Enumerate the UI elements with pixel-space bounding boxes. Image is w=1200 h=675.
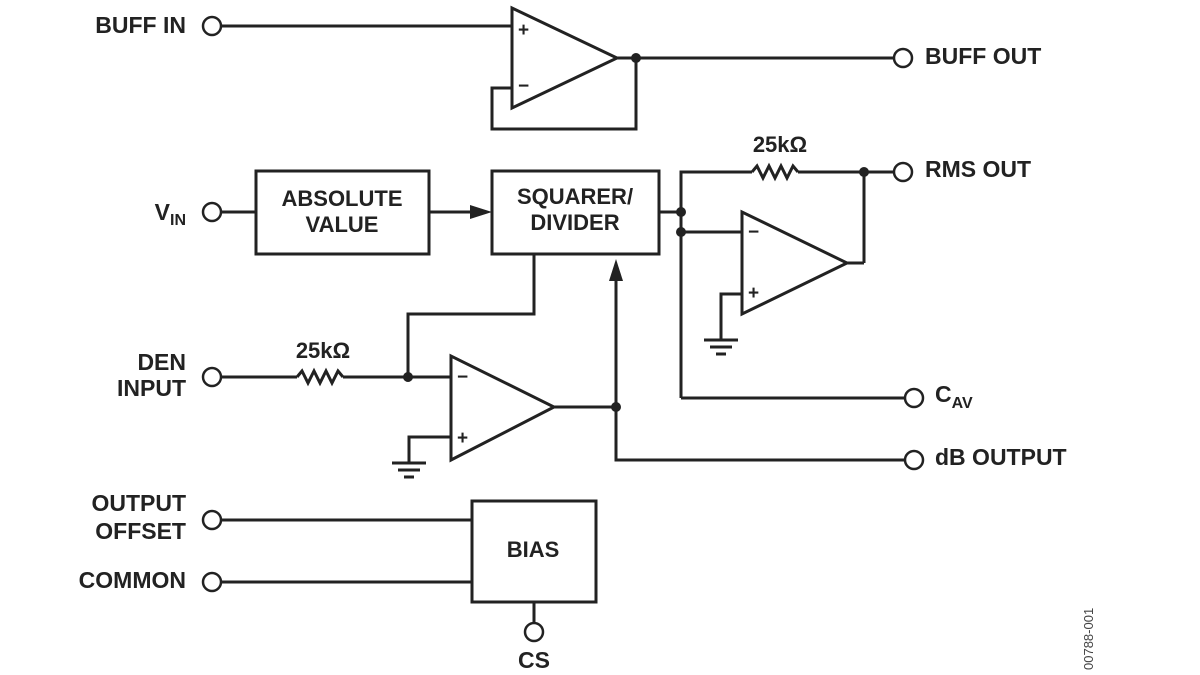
rms-out-junction bbox=[859, 167, 869, 177]
db-output-junction bbox=[611, 402, 621, 412]
db-amp-plus-sign: + bbox=[457, 428, 468, 449]
output-offset-label-line2: OFFSET bbox=[95, 518, 186, 544]
den-input-label-line2: INPUT bbox=[117, 375, 186, 401]
rms-op-amp bbox=[740, 209, 851, 317]
v-in-pin bbox=[201, 201, 223, 223]
common-label: COMMON bbox=[79, 567, 186, 593]
output-offset-pin bbox=[201, 509, 223, 531]
feedback-resistor bbox=[750, 162, 800, 182]
buff-in-pin bbox=[201, 15, 223, 37]
squarer-divider-label-line1: SQUARER/ bbox=[517, 184, 633, 209]
cs-label: CS bbox=[518, 647, 550, 673]
den-amplifier-group: DEN INPUT 25kΩ − + dB OUTPUT bbox=[117, 254, 1067, 479]
buffer-feedback-wire bbox=[490, 58, 638, 131]
bias-group: OUTPUT OFFSET COMMON BIAS CS bbox=[79, 490, 598, 673]
bias-block bbox=[470, 499, 598, 604]
buffer-minus-sign: − bbox=[518, 76, 529, 97]
db-op-amp bbox=[449, 353, 558, 463]
rms-amplifier-group: 25kΩ RMS OUT − + CAV bbox=[659, 132, 1031, 412]
feedback-resistor-label: 25kΩ bbox=[753, 132, 807, 157]
absolute-value-block bbox=[254, 169, 431, 256]
buffer-op-amp bbox=[510, 5, 621, 111]
db-amp-ground-wire bbox=[407, 435, 451, 463]
absolute-value-label-line1: ABSOLUTE bbox=[282, 186, 403, 211]
feedback-left-wire bbox=[679, 170, 752, 398]
rms-amp-minus-sign: − bbox=[748, 222, 759, 243]
input-stage-group: VIN ABSOLUTE VALUE bbox=[155, 169, 492, 256]
squarer-divider-group: SQUARER/ DIVIDER bbox=[490, 169, 661, 256]
cs-pin bbox=[523, 621, 545, 643]
absolute-value-label-line2: VALUE bbox=[306, 212, 379, 237]
c-av-label: CAV bbox=[935, 381, 973, 412]
output-offset-label-line1: OUTPUT bbox=[91, 490, 186, 516]
buff-in-label: BUFF IN bbox=[95, 12, 186, 38]
rms-out-label: RMS OUT bbox=[925, 156, 1031, 182]
c-av-pin bbox=[903, 387, 925, 409]
common-pin bbox=[201, 571, 223, 593]
bias-label: BIAS bbox=[507, 537, 560, 562]
den-resistor-label: 25kΩ bbox=[296, 338, 350, 363]
db-output-pin bbox=[903, 449, 925, 471]
buffer-amplifier-group: + − BUFF IN BUFF OUT bbox=[95, 5, 1041, 131]
rms-out-pin bbox=[892, 161, 914, 183]
den-input-resistor bbox=[295, 367, 345, 387]
squarer-out-junction bbox=[676, 207, 686, 217]
db-to-squarer-arrow bbox=[609, 259, 623, 281]
inverting-input-junction bbox=[676, 227, 686, 237]
figure-code: 00788-001 bbox=[1081, 608, 1096, 670]
buffer-plus-sign: + bbox=[518, 20, 529, 41]
den-input-label-line1: DEN bbox=[137, 349, 186, 375]
den-input-pin bbox=[201, 366, 223, 388]
squarer-divider-block bbox=[490, 169, 661, 256]
buff-out-pin bbox=[892, 47, 914, 69]
den-input-junction bbox=[403, 372, 413, 382]
db-output-label: dB OUTPUT bbox=[935, 444, 1067, 470]
db-amp-minus-sign: − bbox=[457, 367, 468, 388]
buff-out-label: BUFF OUT bbox=[925, 43, 1041, 69]
db-output-wire bbox=[614, 407, 904, 462]
squarer-to-den-wire bbox=[406, 254, 536, 377]
abs-to-squarer-arrow bbox=[470, 205, 492, 219]
v-in-label: VIN bbox=[155, 199, 186, 229]
rms-amp-ground-wire bbox=[719, 292, 742, 340]
rms-amp-plus-sign: + bbox=[748, 283, 759, 304]
squarer-divider-label-line2: DIVIDER bbox=[530, 210, 619, 235]
buffer-output-junction bbox=[631, 53, 641, 63]
